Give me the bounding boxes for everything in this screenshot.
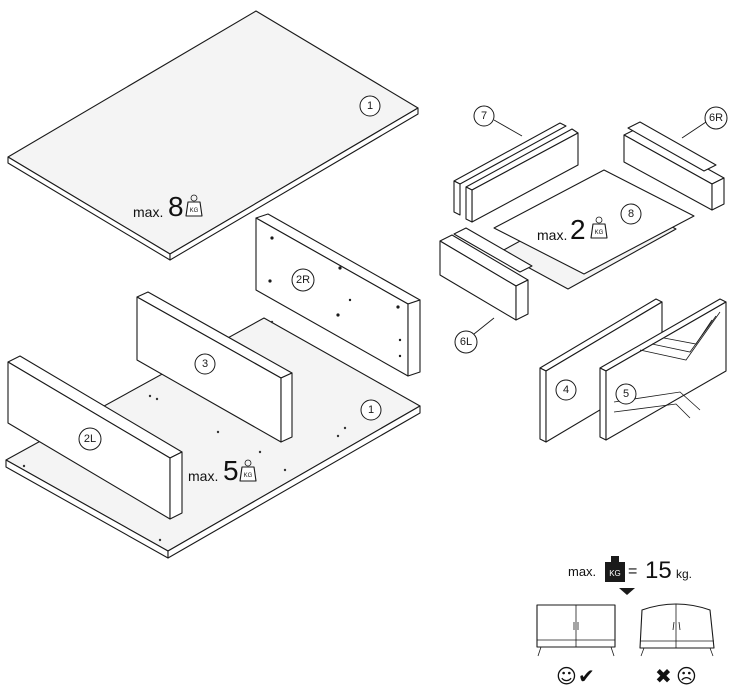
callout-6l-label: 6L (460, 336, 472, 348)
total-load-warning: max. KG = 15 kg. (568, 556, 692, 595)
svg-text:max.: max. (568, 564, 596, 579)
callout-7 (473, 105, 495, 127)
check-mark-icon: ✔ (578, 664, 595, 687)
callout-1-top (359, 95, 381, 117)
svg-text:KG: KG (595, 230, 604, 236)
drawer-side-6r: 6R (623, 106, 728, 211)
callout-3-label: 3 (202, 358, 208, 370)
happy-face-icon: ☺ (556, 664, 577, 687)
side-panel-2r: 2R (255, 213, 421, 377)
max-load-drawer: max. 2 KG (537, 214, 608, 245)
door-5: 5 (599, 298, 727, 441)
weight-kg-icon: KG (239, 459, 257, 482)
svg-text:KG: KG (609, 569, 621, 578)
weight-kg-icon: KG (185, 194, 203, 217)
svg-text:5: 5 (223, 455, 239, 486)
sad-face-icon: ☹ (676, 664, 697, 687)
svg-text:KG: KG (190, 208, 199, 214)
cabinet-incorrect: ✖ ☹ (639, 603, 715, 687)
svg-text:max.: max. (133, 204, 163, 220)
svg-text:=: = (628, 563, 637, 580)
svg-text:8: 8 (168, 191, 184, 222)
shelf-3: 3 (136, 291, 293, 443)
max-load-top: max. 8 KG (133, 191, 203, 222)
callout-5 (615, 383, 637, 405)
drawer-side-6l: 6L (439, 227, 533, 354)
max-load-shelf: max. 5 KG (188, 455, 257, 486)
down-arrow-icon (619, 588, 635, 595)
drawer-bottom-8: 8 max. 2 KG (493, 169, 695, 290)
svg-text:2: 2 (570, 214, 586, 245)
callout-3 (194, 353, 216, 375)
callout-6r (704, 106, 728, 130)
bottom-panel: 1 max. 5 KG (5, 317, 421, 559)
callout-6r-label: 6R (709, 112, 723, 124)
callout-2l (78, 427, 102, 451)
weight-kg-icon: KG (605, 556, 625, 582)
drawer-front-7: 7 (453, 105, 579, 223)
callout-7-label: 7 (481, 110, 487, 122)
svg-text:kg.: kg. (676, 567, 692, 581)
side-panel-2l: 2L (7, 355, 183, 520)
svg-text:15: 15 (645, 557, 672, 584)
callout-6l (454, 330, 478, 354)
callout-1-bottom (360, 399, 382, 421)
svg-text:max.: max. (537, 227, 567, 243)
weight-kg-icon: KG (590, 216, 608, 239)
callout-4-label: 4 (563, 384, 569, 396)
svg-text:KG: KG (244, 473, 253, 479)
svg-text:max.: max. (188, 468, 218, 484)
cabinet-correct: ☺ ✔ (536, 604, 616, 687)
callout-2r (291, 268, 315, 292)
callout-4 (555, 379, 577, 401)
callout-1-bottom-label: 1 (368, 404, 374, 416)
cross-mark-icon: ✖ (655, 664, 672, 687)
top-panel: 1 max. 8 KG (7, 10, 419, 261)
callout-1-top-label: 1 (367, 100, 373, 112)
callout-2r-label: 2R (296, 274, 310, 286)
callout-8-label: 8 (628, 208, 634, 220)
callout-5-label: 5 (623, 388, 629, 400)
callout-8 (620, 203, 642, 225)
callout-2l-label: 2L (84, 433, 96, 445)
